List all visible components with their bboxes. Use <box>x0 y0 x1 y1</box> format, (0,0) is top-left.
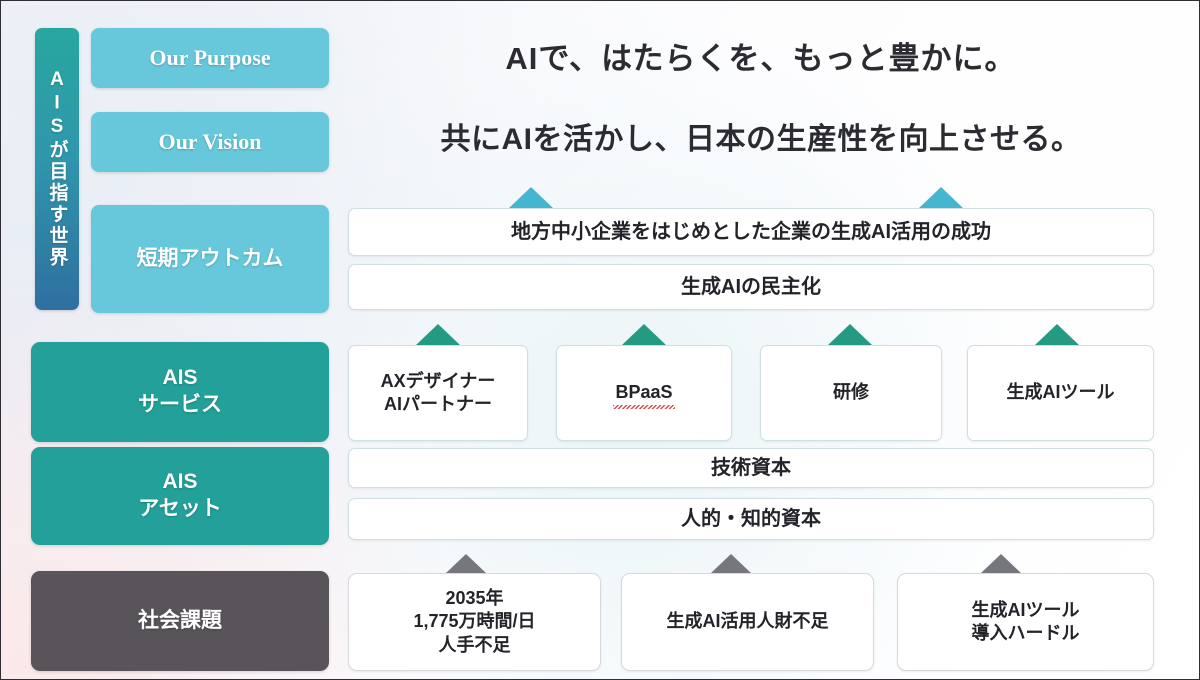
social-card-1-line3: 人手不足 <box>438 634 511 655</box>
chip-ais-service-label: AIS サービス <box>138 365 222 419</box>
social-card-1-text: 2035年 1,775万時間/日 人手不足 <box>413 587 535 657</box>
social-card-3-line2: 導入ハードル <box>971 623 1080 643</box>
social-card-3-text: 生成AIツール 導入ハードル <box>972 599 1080 646</box>
spine-label-text: AISが目指す世界 <box>46 69 68 269</box>
chip-short-term-outcome[interactable]: 短期アウトカム <box>91 205 329 313</box>
arrow-up-social-3 <box>981 554 1021 573</box>
service-card-2-text: BPaaS <box>613 381 675 410</box>
outcome-card-1-text: 地方中小企業をはじめとした企業の生成AI活用の成功 <box>511 221 991 243</box>
chip-our-vision-label: Our Vision <box>158 129 262 154</box>
outcome-card-1[interactable]: 地方中小企業をはじめとした企業の生成AI活用の成功 <box>348 208 1154 256</box>
arrow-up-service-1 <box>416 324 460 345</box>
chip-ais-asset-line2: アセット <box>138 497 222 520</box>
arrow-up-outcome-right <box>919 187 963 208</box>
chip-short-term-outcome-label: 短期アウトカム <box>136 246 284 270</box>
chip-ais-asset[interactable]: AIS アセット <box>31 447 329 545</box>
arrow-up-service-2 <box>622 324 666 345</box>
service-card-1-text: AXデザイナー AIパートナー <box>381 370 496 417</box>
social-card-2[interactable]: 生成AI活用人財不足 <box>621 573 874 671</box>
social-card-2-text: 生成AI活用人財不足 <box>666 611 829 632</box>
chip-social-issues[interactable]: 社会課題 <box>31 571 329 671</box>
arrow-up-social-2 <box>711 554 751 573</box>
social-card-1-line2: 1,775万時間/日 <box>413 611 536 632</box>
service-card-2[interactable]: BPaaS <box>556 345 732 441</box>
arrow-up-social-1 <box>446 554 486 573</box>
chip-our-vision[interactable]: Our Vision <box>91 112 329 172</box>
chip-ais-service-line1: AIS <box>162 366 198 390</box>
service-card-1-line2: AIパートナー <box>384 394 492 414</box>
chip-our-purpose[interactable]: Our Purpose <box>91 28 329 88</box>
vision-headline: 共にAIを活かし、日本の生産性を向上させる。 <box>440 123 1082 156</box>
chip-ais-service[interactable]: AIS サービス <box>31 342 329 442</box>
service-card-1-line1: AXデザイナー <box>380 370 496 391</box>
chip-ais-asset-label: AIS アセット <box>138 469 222 523</box>
arrow-up-service-3 <box>828 324 872 345</box>
chip-ais-asset-line1: AIS <box>162 470 198 494</box>
vertical-spine-label: AISが目指す世界 <box>35 28 79 310</box>
service-card-3-text: 研修 <box>833 382 869 403</box>
social-card-1[interactable]: 2035年 1,775万時間/日 人手不足 <box>348 573 601 671</box>
asset-card-2[interactable]: 人的・知的資本 <box>348 498 1154 540</box>
social-card-3-line1: 生成AIツール <box>971 599 1080 620</box>
social-card-1-line1: 2035年 <box>445 587 504 608</box>
outcome-card-2-text: 生成AIの民主化 <box>681 276 821 298</box>
service-card-4[interactable]: 生成AIツール <box>967 345 1154 441</box>
chip-our-purpose-label: Our Purpose <box>149 45 271 70</box>
outcome-card-2[interactable]: 生成AIの民主化 <box>348 264 1154 310</box>
asset-card-2-text: 人的・知的資本 <box>681 508 821 530</box>
service-card-1[interactable]: AXデザイナー AIパートナー <box>348 345 528 441</box>
chip-ais-service-line2: サービス <box>138 393 222 416</box>
social-card-3[interactable]: 生成AIツール 導入ハードル <box>897 573 1154 671</box>
service-card-3[interactable]: 研修 <box>760 345 942 441</box>
service-card-4-text: 生成AIツール <box>1006 382 1115 403</box>
purpose-headline: AIで、はたらくを、もっと豊かに。 <box>505 41 1017 76</box>
arrow-up-service-4 <box>1035 324 1079 345</box>
chip-social-issues-label: 社会課題 <box>138 608 222 632</box>
asset-card-1-text: 技術資本 <box>711 457 791 479</box>
asset-card-1[interactable]: 技術資本 <box>348 448 1154 488</box>
arrow-up-outcome-left <box>509 187 553 208</box>
